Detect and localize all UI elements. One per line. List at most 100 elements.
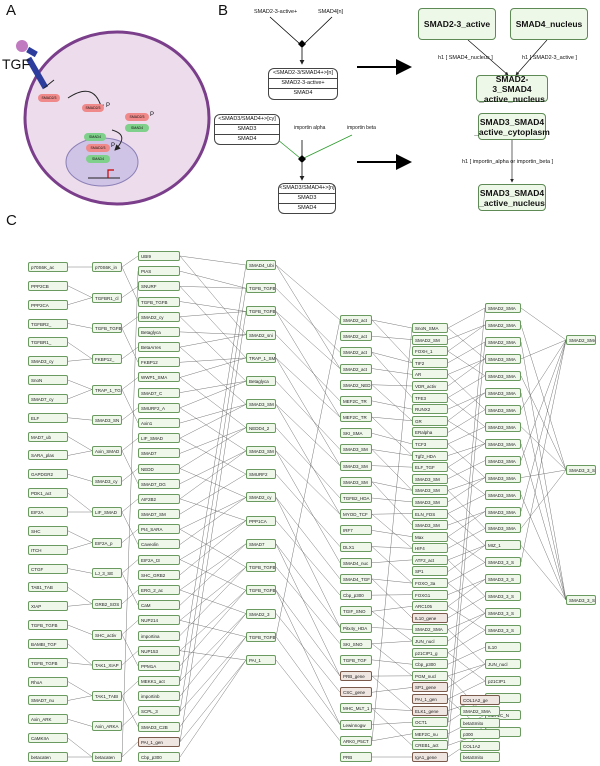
network-edge: [520, 443, 567, 601]
network-edge: [447, 397, 486, 427]
network-edge: [447, 420, 486, 444]
network-node: SMAD7: [138, 448, 180, 459]
network-edge: [275, 590, 341, 677]
smad4-protein: SMAD4: [86, 155, 110, 163]
network-edge: [447, 307, 486, 723]
network-edge: [67, 719, 93, 727]
network-edge: [371, 416, 413, 421]
network-edge: [447, 426, 486, 445]
network-edge: [179, 427, 247, 469]
network-node: SMAD2_3: [246, 608, 276, 619]
network-edge: [121, 498, 139, 513]
network-node: SP1: [412, 566, 448, 577]
network-node: FOXO_3a: [412, 578, 448, 589]
network-edge: [447, 341, 486, 746]
network-edge: [275, 404, 341, 466]
network-edge: [371, 368, 413, 375]
rate-label: h1 [ importin_alpha or importin_beta ]: [462, 159, 554, 165]
rate-label: h1 [ SMAD2-3_active ]: [522, 55, 578, 61]
network-edge: [121, 438, 139, 451]
network-node: Lewinnogw: [340, 719, 372, 730]
network-node: p300: [460, 729, 500, 740]
network-edge: [520, 307, 567, 341]
network-edge: [447, 613, 486, 642]
network-edge: [371, 327, 413, 741]
network-edge: [371, 416, 413, 456]
network-node: SMAD3_SMA: [485, 421, 521, 432]
network-edge: [447, 513, 486, 546]
network-edge: [447, 324, 486, 340]
network-edge: [371, 627, 413, 630]
network-node: TGFBR1_: [28, 337, 68, 348]
network-node: importina: [138, 630, 180, 641]
network-edge: [121, 650, 139, 666]
network-edge: [121, 529, 139, 543]
network-node: Tgf2_HDA: [412, 450, 448, 461]
network-edge: [179, 377, 247, 428]
network-node: TGFB_TGFB: [246, 562, 276, 573]
smad23-protein: SMAD2/3: [125, 113, 149, 121]
network-node: SMAD2_cy: [138, 311, 180, 322]
network-node: TGFB_TGFB: [138, 296, 180, 307]
network-node: SHC_activ: [92, 629, 122, 640]
network-edge: [520, 339, 567, 512]
network-edge: [447, 460, 486, 479]
network-node: ELF: [28, 412, 68, 423]
network-node: SMAD2_act: [340, 331, 372, 342]
network-edge: [275, 613, 341, 693]
complex-member: SMAD3: [215, 124, 279, 134]
network-edge: [275, 264, 341, 369]
network-node: SMAD3_SMA: [485, 387, 521, 398]
importin-alpha-label: importin alpha: [294, 125, 326, 131]
network-node: SMURF2_A: [138, 402, 180, 413]
network-node: TRAP_1_TG: [92, 384, 122, 395]
network-node: TGFBR1_cl: [92, 292, 122, 303]
network-node: FKBP12_: [92, 353, 122, 364]
network-edge: [447, 409, 486, 433]
network-node: SMAD3_SN: [92, 415, 122, 426]
network-node: SMAD2_act: [340, 363, 372, 374]
network-edge: [371, 384, 413, 387]
network-edge: [67, 379, 93, 390]
network-edge: [447, 477, 486, 491]
network-node: SMAD3_3_S: [485, 557, 521, 568]
network-node: RhoA: [28, 676, 68, 687]
network-node: SHC_GRB2: [138, 569, 180, 580]
network-node: BAMBI_TGF: [28, 638, 68, 649]
network-edge: [447, 663, 486, 688]
network-edge: [371, 513, 413, 515]
smad4-protein: SMAD4: [84, 133, 106, 141]
network-node: TGIF_SNO: [340, 606, 372, 617]
network-node: UBI9: [138, 251, 180, 261]
network-edge: [275, 450, 341, 515]
network-node: MAD7_ub: [28, 431, 68, 442]
panel-label-c: C: [6, 212, 17, 229]
network-edge: [371, 708, 413, 746]
network-node: SMAD2_SM: [412, 334, 448, 345]
network-edge: [179, 497, 247, 530]
network-edge: [179, 311, 247, 317]
network-node: Axin1: [138, 418, 180, 428]
network-edge: [179, 620, 247, 637]
network-edge: [447, 511, 486, 537]
network-edge: [121, 511, 139, 545]
network-node: Max: [412, 531, 448, 542]
network-edge: [275, 543, 341, 628]
network-edge: [179, 380, 247, 393]
network-edge: [520, 339, 567, 360]
network-edge: [275, 473, 341, 547]
node-smad3-smad4-active-nucleus: SMAD3_SMAD4 _active_nucleus: [478, 184, 546, 211]
network-node: SnoN_SMA: [412, 323, 448, 333]
network-node: SMURF2: [246, 469, 276, 480]
network-edge: [179, 636, 247, 727]
network-node: SMAD7_DG: [138, 478, 180, 489]
network-node: PIAS: [138, 266, 180, 277]
network-edge: [179, 346, 247, 405]
network-edge: [121, 255, 139, 268]
network-edge: [520, 324, 567, 471]
network-edge: [275, 311, 341, 418]
network-node: SMAD3_SMA: [485, 523, 521, 534]
network-node: LIF_SMAD: [138, 433, 180, 444]
network-node: CSC_gene: [340, 687, 372, 698]
network-edge: [520, 339, 567, 461]
